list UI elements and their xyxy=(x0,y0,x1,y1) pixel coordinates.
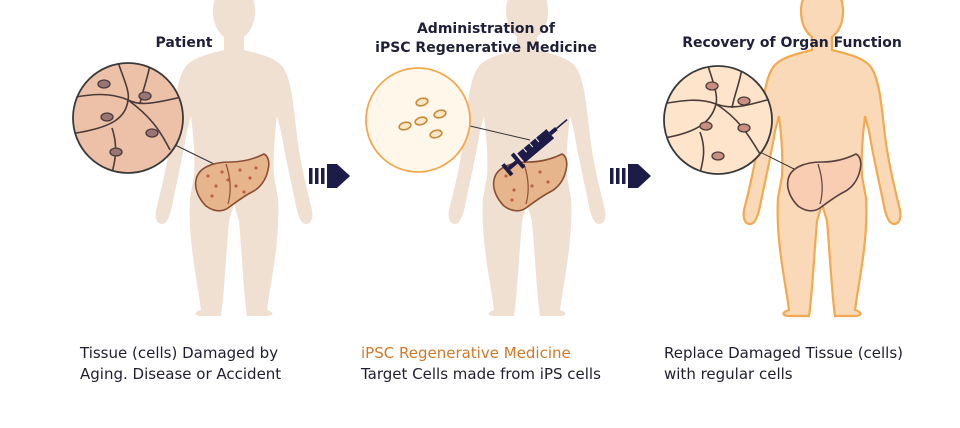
magnifier-circle-icon xyxy=(663,65,773,175)
stage-title-administration: Administration of iPSC Regenerative Medi… xyxy=(356,20,616,58)
caption-line: Tissue (cells) Damaged by xyxy=(80,344,279,362)
caption-highlight: iPSC Regenerative Medicine xyxy=(361,344,571,362)
right-arrow-icon xyxy=(610,164,651,188)
caption-line: Aging. Disease or Accident xyxy=(80,365,282,383)
stage-caption-recovery: Replace Damaged Tissue (cells) with regu… xyxy=(664,343,903,385)
stage-title-line: Administration of xyxy=(416,21,556,37)
magnifier-circle-icon xyxy=(365,67,471,173)
callout-line xyxy=(469,125,531,141)
stage-caption-administration: iPSC Regenerative Medicine Target Cells … xyxy=(361,343,601,385)
callout-line xyxy=(759,151,801,173)
stage-caption-patient: Tissue (cells) Damaged by Aging. Disease… xyxy=(80,343,281,385)
treated-liver-icon xyxy=(492,153,568,212)
healthy-liver-icon xyxy=(786,153,862,212)
stage-title-recovery: Recovery of Organ Function xyxy=(682,35,902,51)
right-arrow-icon xyxy=(309,164,350,188)
caption-line: with regular cells xyxy=(664,365,793,383)
damaged-liver-icon xyxy=(194,153,270,212)
caption-line: Target Cells made from iPS cells xyxy=(361,365,601,383)
syringe-icon xyxy=(501,118,568,177)
caption-line: Replace Damaged Tissue (cells) xyxy=(664,344,904,362)
magnifier-circle-icon xyxy=(72,62,184,174)
stage-title-patient: Patient xyxy=(155,35,213,51)
stage-title-line: iPSC Regenerative Medicine xyxy=(375,40,597,56)
